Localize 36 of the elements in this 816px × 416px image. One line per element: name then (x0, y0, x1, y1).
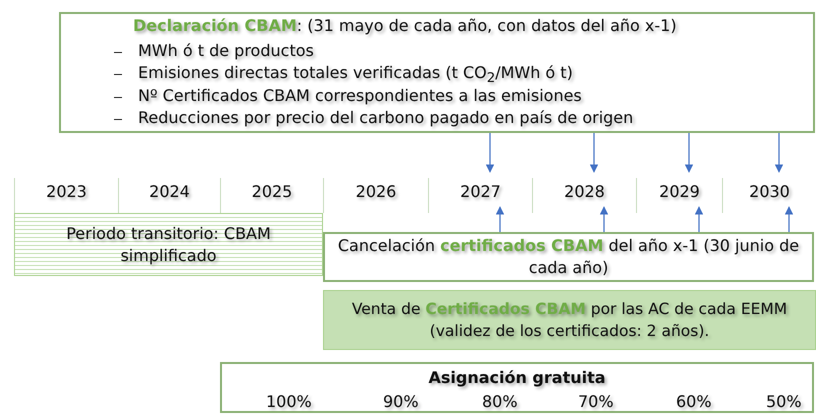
arrow (496, 206, 504, 232)
declaration-box (59, 12, 815, 133)
list-item-text: Emisiones directas totales verificadas (t CO$_{2}$/MWh ó t) (138, 63, 573, 86)
list-item-text: Reducciones por precio del carbono pagado en país de origen (138, 108, 634, 127)
arrow (486, 133, 494, 173)
year-label: 2028 (564, 182, 605, 201)
list-item-text: Nº Certificados CBAM correspondientes a las emisiones (138, 86, 582, 104)
allocation-box (220, 362, 814, 413)
year-label: 2024 (149, 182, 190, 201)
year-label: 2026 (356, 182, 396, 201)
year-label: 2025 (252, 182, 292, 201)
arrow (684, 133, 694, 173)
year-label: 2030 (749, 182, 790, 201)
arrow (590, 133, 598, 173)
arrow (784, 206, 794, 232)
transition-period-box (14, 213, 323, 276)
percentage-label: 80% (482, 392, 518, 411)
description-text: Periodo transitorio: CBAM simplificado (65, 222, 272, 266)
year-label: 2029 (659, 182, 700, 201)
percentage-label: 90% (383, 392, 419, 411)
year-label: 2027 (460, 182, 501, 201)
arrow (774, 133, 784, 173)
percentage-label: 70% (578, 392, 614, 411)
sale-box (323, 290, 816, 350)
percentage-label: 100% (266, 392, 312, 411)
percentage-label: 50% (766, 392, 802, 411)
description-text: Venta de Certificados CBAM por las AC de cada EEMM (validez de los certificados: 2 años). (350, 299, 788, 342)
arrow (600, 206, 608, 232)
description-text: Cancelación certificados CBAM del año x-1 (30 junio de cada año) (336, 235, 800, 279)
heading-text: Declaración CBAM: (31 mayo de cada año, con datos del año x-1) (133, 16, 677, 35)
heading-text: Asignación gratuita (428, 368, 606, 387)
percentage-label: 60% (676, 392, 712, 411)
year-label: 2023 (46, 182, 87, 201)
list-item-text: MWh ó t de productos (138, 40, 314, 60)
arrow (694, 206, 704, 232)
cancellation-box (323, 232, 814, 282)
